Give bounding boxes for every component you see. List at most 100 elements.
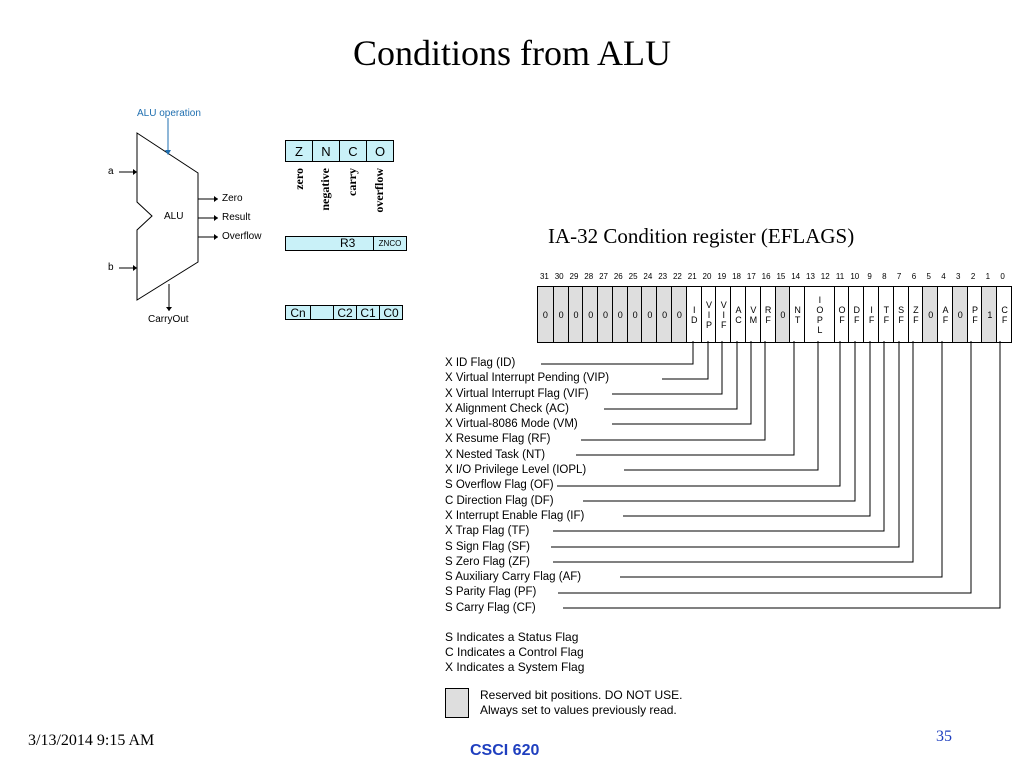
register-cell: P F: [966, 287, 983, 342]
register-cell-label: 0: [676, 309, 682, 320]
register-cell-label: I F: [868, 304, 875, 325]
register-cell: 0: [597, 287, 613, 342]
register-cell: A C: [730, 287, 746, 342]
flag-leader-lines: [541, 341, 1001, 609]
register-cell: 0: [951, 287, 968, 342]
alu-unit-label: ALU: [164, 211, 184, 222]
register-cell-label: 0: [603, 309, 609, 320]
register-cell: 0: [582, 287, 599, 342]
register-cell: 0: [774, 287, 791, 342]
register-cell-label: 0: [928, 309, 934, 320]
register-cell: 0: [671, 287, 687, 342]
carry-cell: Cn: [286, 306, 311, 320]
bit-number: 13: [806, 272, 815, 281]
register-cell-label: O F: [838, 304, 846, 325]
flag-item: X I/O Privilege Level (IOPL): [445, 464, 587, 477]
carry-cell: [311, 306, 334, 319]
znco-bit-n: N: [313, 141, 340, 161]
bit-number: 16: [761, 272, 771, 281]
reserved-note-line: Reserved bit positions. DO NOT USE.: [480, 688, 683, 702]
register-cell: 1: [981, 287, 998, 342]
r3-register-flags: ZNCO: [373, 237, 406, 250]
register-cell-label: D F: [853, 304, 861, 325]
bit-number: 11: [835, 272, 845, 281]
legend-status: S Indicates a Status Flag: [445, 630, 579, 644]
register-cell: O F: [833, 287, 850, 342]
register-cell: 0: [626, 287, 643, 342]
register-cell-label: 0: [647, 309, 653, 320]
register-cell: 0: [538, 287, 553, 342]
register-cell: 0: [552, 287, 569, 342]
eflags-title: IA-32 Condition register (EFLAGS): [548, 224, 855, 248]
carry-cell: C0: [383, 305, 399, 320]
alu-output-result: Result: [222, 212, 251, 223]
reserved-swatch: [445, 688, 469, 718]
bit-number: 22: [672, 272, 682, 281]
register-cell-label: 0: [662, 309, 668, 320]
bit-number: 5: [926, 272, 931, 281]
register-cell: 0: [611, 287, 628, 342]
register-cell: Z F: [907, 287, 924, 342]
alu-input-a: a: [108, 166, 114, 177]
flag-item: S Zero Flag (ZF): [445, 555, 530, 568]
znco-bit-o: O: [367, 141, 393, 161]
register-cell-label: C F: [1001, 304, 1008, 325]
register-cell-label: 0: [558, 309, 564, 320]
alu-output-zero: Zero: [222, 193, 243, 204]
flag-item: S Auxiliary Carry Flag (AF): [445, 571, 582, 584]
carry-cell: C1: [357, 306, 380, 320]
register-cell: 0: [641, 287, 658, 342]
znco-bit-z: Z: [286, 141, 313, 161]
slide-date: 3/13/2014 9:15 AM: [28, 732, 155, 749]
bit-number: 10: [850, 272, 860, 281]
bit-number: 8: [882, 272, 887, 281]
slide-title: Conditions from ALU: [352, 33, 671, 73]
register-cell: A F: [937, 287, 953, 342]
bit-number: 0: [1000, 272, 1005, 281]
register-cell: V I P: [700, 287, 717, 342]
register-cell: T F: [877, 287, 894, 342]
bit-number: 29: [569, 272, 579, 281]
register-cell: R F: [759, 287, 776, 342]
bit-number: 31: [539, 272, 549, 281]
znco-flag-box: Z N C O: [285, 140, 394, 162]
register-cell-label: V M: [749, 304, 758, 325]
alu-operation-label: ALU operation: [137, 108, 201, 119]
reserved-note-line: Always set to values previously read.: [480, 703, 677, 717]
register-cell-label: V I F: [720, 299, 727, 330]
flag-item: X Virtual Interrupt Pending (VIP): [445, 372, 610, 385]
bit-number: 14: [791, 272, 801, 281]
register-cell-label: I O P L: [816, 294, 824, 335]
bit-number: 30: [554, 272, 564, 281]
register-cell: I O P L: [804, 287, 835, 342]
bit-number: 4: [941, 272, 946, 281]
register-cell-label: I D: [690, 304, 698, 325]
register-cell-label: 0: [617, 309, 623, 320]
register-cell-label: 0: [957, 309, 963, 320]
course-name: CSCI 620: [470, 742, 540, 759]
register-cell-label: P F: [972, 304, 979, 325]
bit-number: 17: [746, 272, 756, 281]
register-cell: I F: [863, 287, 879, 342]
legend-control: C Indicates a Control Flag: [445, 645, 584, 659]
reserved-note: Reserved bit positions. DO NOT USE. Alwa…: [480, 688, 683, 718]
register-cell-label: R F: [764, 304, 772, 325]
legend-system: X Indicates a System Flag: [445, 660, 585, 674]
register-cell-label: S F: [898, 304, 905, 325]
alu-output-overflow: Overflow: [222, 231, 262, 242]
register-cell: N T: [789, 287, 805, 342]
flag-item: X Virtual-8086 Mode (VM): [445, 418, 578, 431]
register-cell-label: T F: [883, 304, 890, 325]
flag-item: S Sign Flag (SF): [445, 540, 530, 553]
register-cell-label: 0: [573, 309, 579, 320]
bit-number: 1: [985, 272, 991, 281]
register-cell: 0: [656, 287, 673, 342]
bit-number: 3: [956, 272, 961, 281]
bit-number: 2: [970, 272, 976, 281]
r3-register: R3 ZNCO: [285, 236, 407, 251]
register-cell: V I F: [715, 287, 731, 342]
flag-item: C Direction Flag (DF): [445, 494, 554, 507]
bit-number: 9: [867, 272, 872, 281]
